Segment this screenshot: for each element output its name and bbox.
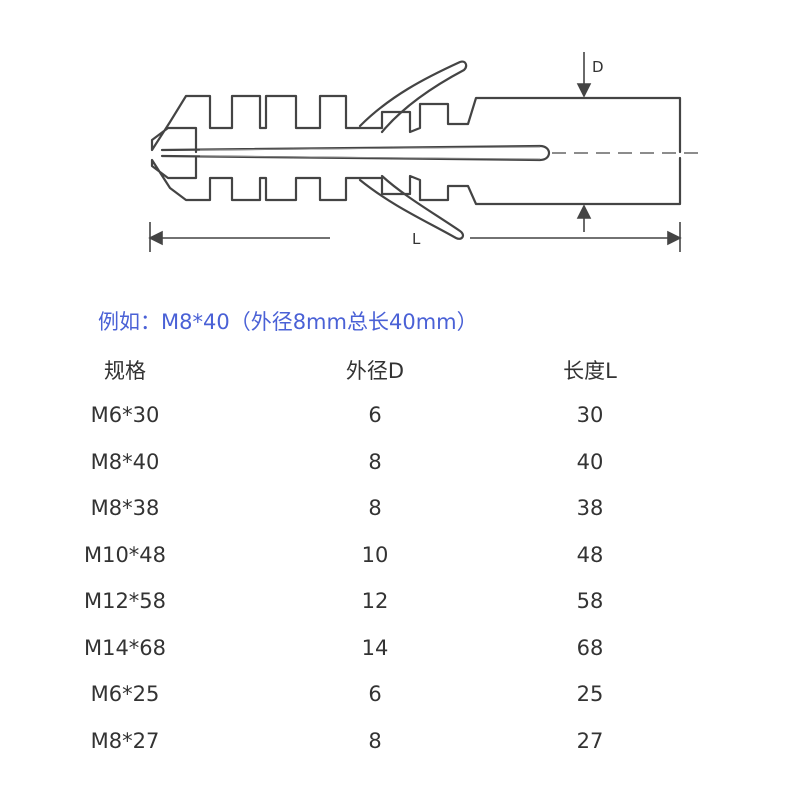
cell-spec: M14*68 [83, 635, 167, 660]
cell-length: 30 [576, 403, 604, 428]
cell-length: 68 [576, 635, 604, 660]
cell-diameter: 6 [368, 403, 382, 428]
cell-spec: M10*48 [83, 542, 167, 567]
table-row: M6*25 6 25 [40, 671, 640, 718]
cell-length: 40 [576, 449, 604, 474]
diameter-dimension [576, 52, 592, 232]
cell-spec: M6*30 [90, 403, 160, 428]
example-note: 例如：M8*40（外径8mm总长40mm） [98, 310, 478, 334]
wall-anchor-diagram: D L [148, 52, 700, 252]
header-length: 长度L [563, 359, 617, 383]
cell-length: 58 [576, 589, 604, 614]
cell-length: 25 [576, 682, 604, 707]
cell-diameter: 8 [368, 496, 382, 521]
cell-diameter: 14 [361, 635, 389, 660]
cell-length: 38 [576, 496, 604, 521]
cell-diameter: 8 [368, 728, 382, 753]
table-row: M12*58 12 58 [40, 578, 640, 625]
cell-length: 48 [576, 542, 604, 567]
bore-hatching [199, 146, 541, 160]
label-d: D [592, 58, 604, 76]
cell-diameter: 8 [368, 449, 382, 474]
length-dimension [148, 222, 682, 252]
cell-diameter: 12 [361, 589, 389, 614]
header-outer-diameter: 外径D [345, 359, 405, 383]
label-l: L [412, 230, 421, 248]
table-row: M8*38 8 38 [40, 485, 640, 532]
table-row: M10*48 10 48 [40, 532, 640, 579]
table-row: M8*27 8 27 [40, 718, 640, 765]
table-row: M8*40 8 40 [40, 439, 640, 486]
cell-length: 27 [576, 728, 604, 753]
cell-spec: M8*40 [90, 449, 160, 474]
header-spec: 规格 [104, 359, 146, 383]
table-row: M14*68 14 68 [40, 625, 640, 672]
cell-spec: M6*25 [90, 682, 160, 707]
cell-spec: M8*27 [90, 728, 160, 753]
table-row: M6*30 6 30 [40, 392, 640, 439]
cell-spec: M8*38 [90, 496, 160, 521]
spec-table: 规格 外径D 长度L M6*30 6 30 M8*40 8 40 M8*38 8… [40, 348, 640, 764]
cell-diameter: 6 [368, 682, 382, 707]
cell-diameter: 10 [361, 542, 389, 567]
anchor-outline [150, 60, 682, 240]
cell-spec: M12*58 [83, 589, 167, 614]
table-header-row: 规格 外径D 长度L [40, 348, 640, 392]
